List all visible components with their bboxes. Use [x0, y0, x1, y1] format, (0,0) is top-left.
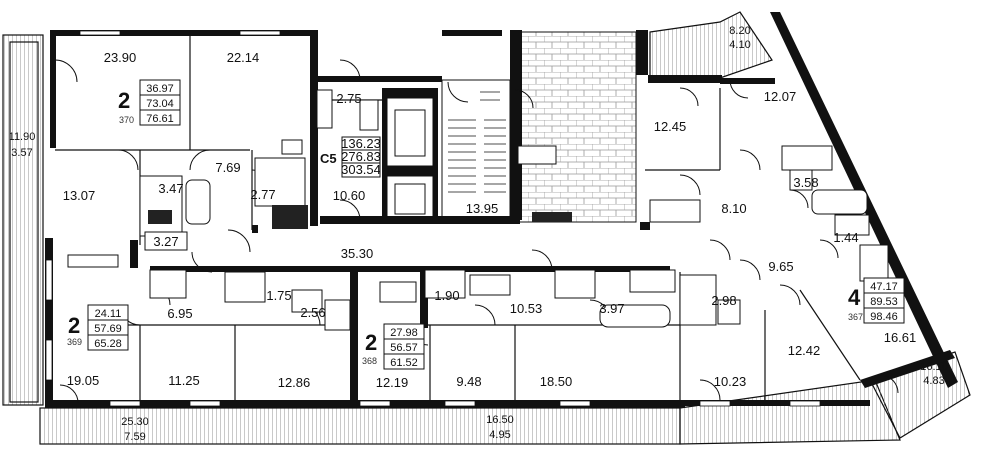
room-area-32: 18.50	[540, 374, 573, 389]
balcony-bottom1-sub: 7.59	[124, 431, 145, 443]
apt-number: 367	[848, 312, 863, 322]
apt-area-a: 47.17	[870, 281, 898, 293]
apt-rooms: 2	[118, 88, 130, 113]
balcony-top-right-sub: 4.10	[729, 39, 750, 51]
apt-number: 370	[119, 115, 134, 125]
room-area-24: 2.98	[711, 293, 736, 308]
room-area-21: 6.95	[167, 306, 192, 321]
staircase	[441, 79, 511, 221]
room-area-6: 3.47	[158, 181, 183, 196]
apt-area-a: 24.11	[95, 308, 122, 320]
room-area-9: 10.60	[333, 188, 366, 203]
room-area-15: 3.58	[793, 175, 818, 190]
apartment-box-368: 2 27.98 56.57 368 61.52	[362, 323, 425, 370]
room-area-27: 19.05	[67, 373, 100, 388]
room-area-30: 12.19	[376, 375, 409, 390]
balcony-left-sub: 3.57	[11, 147, 32, 159]
apt-rooms: C5	[320, 151, 337, 166]
balcony-bottom	[39, 379, 901, 445]
room-area-4: 7.69	[215, 160, 240, 175]
room-area-13: 12.07	[764, 89, 797, 104]
balcony-labels: 11.90 3.57 8.20 4.10 25.30 7.59 16.50 4.…	[9, 25, 948, 443]
apt-rooms: 4	[848, 285, 861, 310]
room-area-19: 1.90	[434, 288, 459, 303]
room-area-14: 8.10	[721, 201, 746, 216]
room-area-16: 1.44	[833, 230, 858, 245]
room-area-31: 9.48	[456, 374, 481, 389]
room-area-11: 35.30	[341, 246, 374, 261]
room-area-8-box: 3.27	[144, 231, 188, 251]
room-area-29: 12.86	[278, 375, 311, 390]
apt-total: 303.54	[341, 162, 381, 177]
apartment-box-c5: C5 136.23 276.83 303.54	[320, 136, 381, 178]
apt-area-b: 73.04	[146, 98, 174, 110]
room-area-8: 3.27	[153, 234, 178, 249]
room-area-18: 1.75	[266, 288, 291, 303]
room-labels: 23.90 22.14 2.75 7.69 13.07 3.47 2.77 10…	[63, 50, 917, 390]
balcony-right-area: 16.10	[920, 361, 948, 373]
room-area-3: 2.75	[336, 91, 361, 106]
fixtures	[67, 89, 889, 331]
room-area-22: 10.53	[510, 301, 543, 316]
room-area-10: 13.95	[466, 201, 499, 216]
balcony-bottom2-area: 16.50	[486, 414, 514, 426]
apt-area-a: 36.97	[146, 83, 174, 95]
apartment-box-367: 4 47.17 89.53 367 98.46	[848, 277, 905, 324]
room-area-23: 3.97	[599, 301, 624, 316]
apt-total: 61.52	[390, 357, 418, 369]
apt-rooms: 2	[68, 313, 80, 338]
balcony-left-area: 11.90	[9, 131, 36, 143]
balcony-bottom1-area: 25.30	[121, 416, 149, 428]
apt-area-b: 57.69	[94, 323, 122, 335]
apt-area-b: 56.57	[390, 342, 418, 354]
apt-total: 76.61	[146, 113, 174, 125]
room-area-25: 12.42	[788, 343, 821, 358]
tiled-hall	[517, 31, 637, 223]
apt-number: 368	[362, 356, 377, 366]
apt-total: 98.46	[870, 311, 898, 323]
apt-area-b: 89.53	[870, 296, 898, 308]
apt-number: 369	[67, 337, 82, 347]
apt-total: 65.28	[94, 338, 122, 350]
room-area-20: 2.56	[300, 305, 325, 320]
room-area-28: 11.25	[168, 373, 200, 388]
apt-area-b: 276.83	[341, 149, 381, 164]
room-area-26: 16.61	[884, 330, 917, 345]
room-area-7: 2.77	[250, 187, 275, 202]
balcony-right-sub: 4.83	[923, 375, 944, 387]
apartment-box-370: 2 36.97 73.04 370 76.61	[118, 79, 181, 126]
balcony-left	[2, 34, 44, 406]
balcony-bottom2-sub: 4.95	[489, 429, 510, 441]
room-area-33: 10.23	[714, 374, 747, 389]
balcony-top-right	[649, 11, 773, 79]
room-area-5: 13.07	[63, 188, 96, 203]
elevator-shafts	[382, 88, 438, 224]
apt-area-a: 136.23	[341, 136, 381, 151]
room-area-2: 22.14	[227, 50, 260, 65]
balcony-top-right-area: 8.20	[729, 25, 750, 37]
room-area-12: 12.45	[654, 119, 687, 134]
room-area-17: 9.65	[768, 259, 793, 274]
apartment-box-369: 2 24.11 57.69 369 65.28	[67, 304, 129, 351]
apt-area-a: 27.98	[390, 327, 418, 339]
apt-rooms: 2	[365, 330, 377, 355]
room-area-1: 23.90	[104, 50, 137, 65]
